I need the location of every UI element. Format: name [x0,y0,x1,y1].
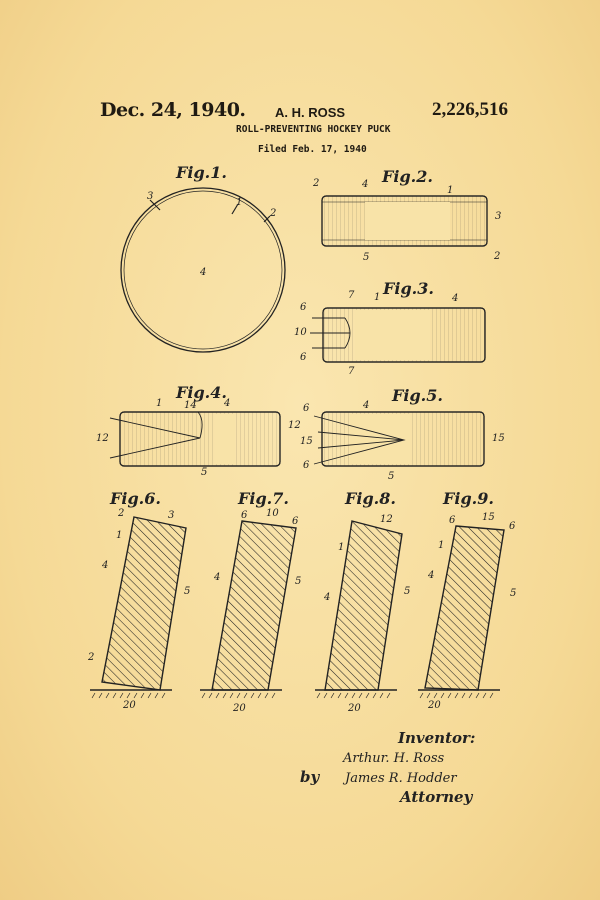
signature-block: Inventor: Arthur. H. Ross by James R. Ho… [300,729,475,806]
by-label: by [300,768,320,786]
reference-numeral: 5 [201,467,207,478]
reference-numeral: 10 [294,327,307,338]
reference-numeral: 4 [361,179,368,190]
patent-date: Dec. 24, 1940. [100,99,246,121]
inventor-signature: Arthur. H. Ross [342,751,445,766]
reference-numeral: Fig.5. [391,386,443,405]
reference-numeral: 3 [147,191,153,202]
reference-numeral: 10 [266,508,279,519]
reference-numeral: 5 [184,586,190,597]
reference-numeral: Fig.4. [175,383,227,402]
reference-numeral: Fig.8. [344,489,396,508]
filed-date: Filed Feb. 17, 1940 [258,144,367,155]
reference-numeral: 20 [427,700,441,711]
reference-numeral: 6 [303,403,310,414]
reference-numeral: Fig.2. [381,167,433,186]
figure-3: Fig.3. 6 7 1 4 10 6 7 [294,279,486,377]
reference-numeral: 4 [101,560,108,571]
reference-numeral: 15 [482,512,495,523]
figure-6: Fig.6. 2 3 1 4 5 2 20 [87,489,190,711]
reference-numeral: 5 [510,588,516,599]
reference-numeral: 15 [492,433,505,444]
reference-numeral: 1 [374,292,380,303]
reference-numeral: 1 [236,197,242,208]
figure-4: Fig.4. 1 14 4 12 12 5 [96,383,301,478]
figure-9: Fig.9. 6 15 6 1 4 5 20 [418,489,516,711]
reference-numeral: 6 [241,510,248,521]
inventor-label: Inventor: [397,729,475,747]
reference-numeral: 3 [168,510,174,521]
attorney-signature: James R. Hodder [342,771,457,786]
figure-8: Fig.8. 12 1 4 5 20 [315,489,410,714]
figure-5: Fig.5. 6 4 15 6 15 5 [300,386,505,482]
reference-numeral: 1 [156,398,162,409]
reference-numeral: 5 [388,471,394,482]
reference-numeral: 1 [338,542,344,553]
reference-numeral: 2 [312,178,319,189]
reference-numeral: 6 [300,352,307,363]
reference-numeral: 1 [438,540,444,551]
reference-numeral: 2 [493,251,500,262]
reference-numeral: Fig.3. [382,279,434,298]
reference-numeral: 7 [348,366,355,377]
reference-numeral: 12 [96,433,109,444]
figure-label: Fig.1. [175,163,227,182]
reference-numeral: 15 [300,436,313,447]
reference-numeral: 20 [232,703,246,714]
reference-numeral: 2 [269,208,276,219]
reference-numeral: 12 [288,420,301,431]
reference-numeral: 3 [495,211,501,222]
figure-1: Fig.1. 3 1 2 4 [120,163,286,353]
reference-numeral: 2 [87,652,94,663]
reference-numeral: 7 [348,290,355,301]
reference-numeral: Fig.9. [442,489,494,508]
reference-numeral: 4 [427,570,434,581]
figure-7: Fig.7. 6 10 6 4 5 20 [200,489,301,714]
reference-numeral: 4 [362,400,369,411]
attorney-label: Attorney [398,788,474,806]
reference-numeral: 20 [347,703,361,714]
reference-numeral: 2 [117,508,124,519]
patent-title: ROLL-PREVENTING HOCKEY PUCK [236,124,391,135]
figure-2: Fig.2. 2 4 1 3 5 2 [312,167,501,263]
reference-numeral: 4 [323,592,330,603]
reference-numeral: 14 [184,400,197,411]
reference-numeral: 6 [292,516,299,527]
reference-numeral: 5 [363,252,369,263]
reference-numeral: 4 [223,398,230,409]
reference-numeral: 4 [451,293,458,304]
inventor-name: A. H. ROSS [275,105,346,120]
reference-numeral: 4 [213,572,220,583]
reference-numeral: Fig.6. [109,489,161,508]
reference-numeral: 6 [509,521,516,532]
reference-numeral: 6 [303,460,310,471]
reference-numeral: 5 [295,576,301,587]
reference-numeral: 12 [380,514,393,525]
reference-numeral: 20 [122,700,136,711]
reference-numeral: 1 [447,185,453,196]
reference-numeral: 5 [404,586,410,597]
reference-numeral: 1 [116,530,122,541]
reference-numeral: Fig.7. [237,489,289,508]
reference-numeral: 6 [300,302,307,313]
reference-numeral: 4 [199,267,206,278]
reference-numeral: 6 [449,515,456,526]
patent-number: 2,226,516 [432,99,508,120]
